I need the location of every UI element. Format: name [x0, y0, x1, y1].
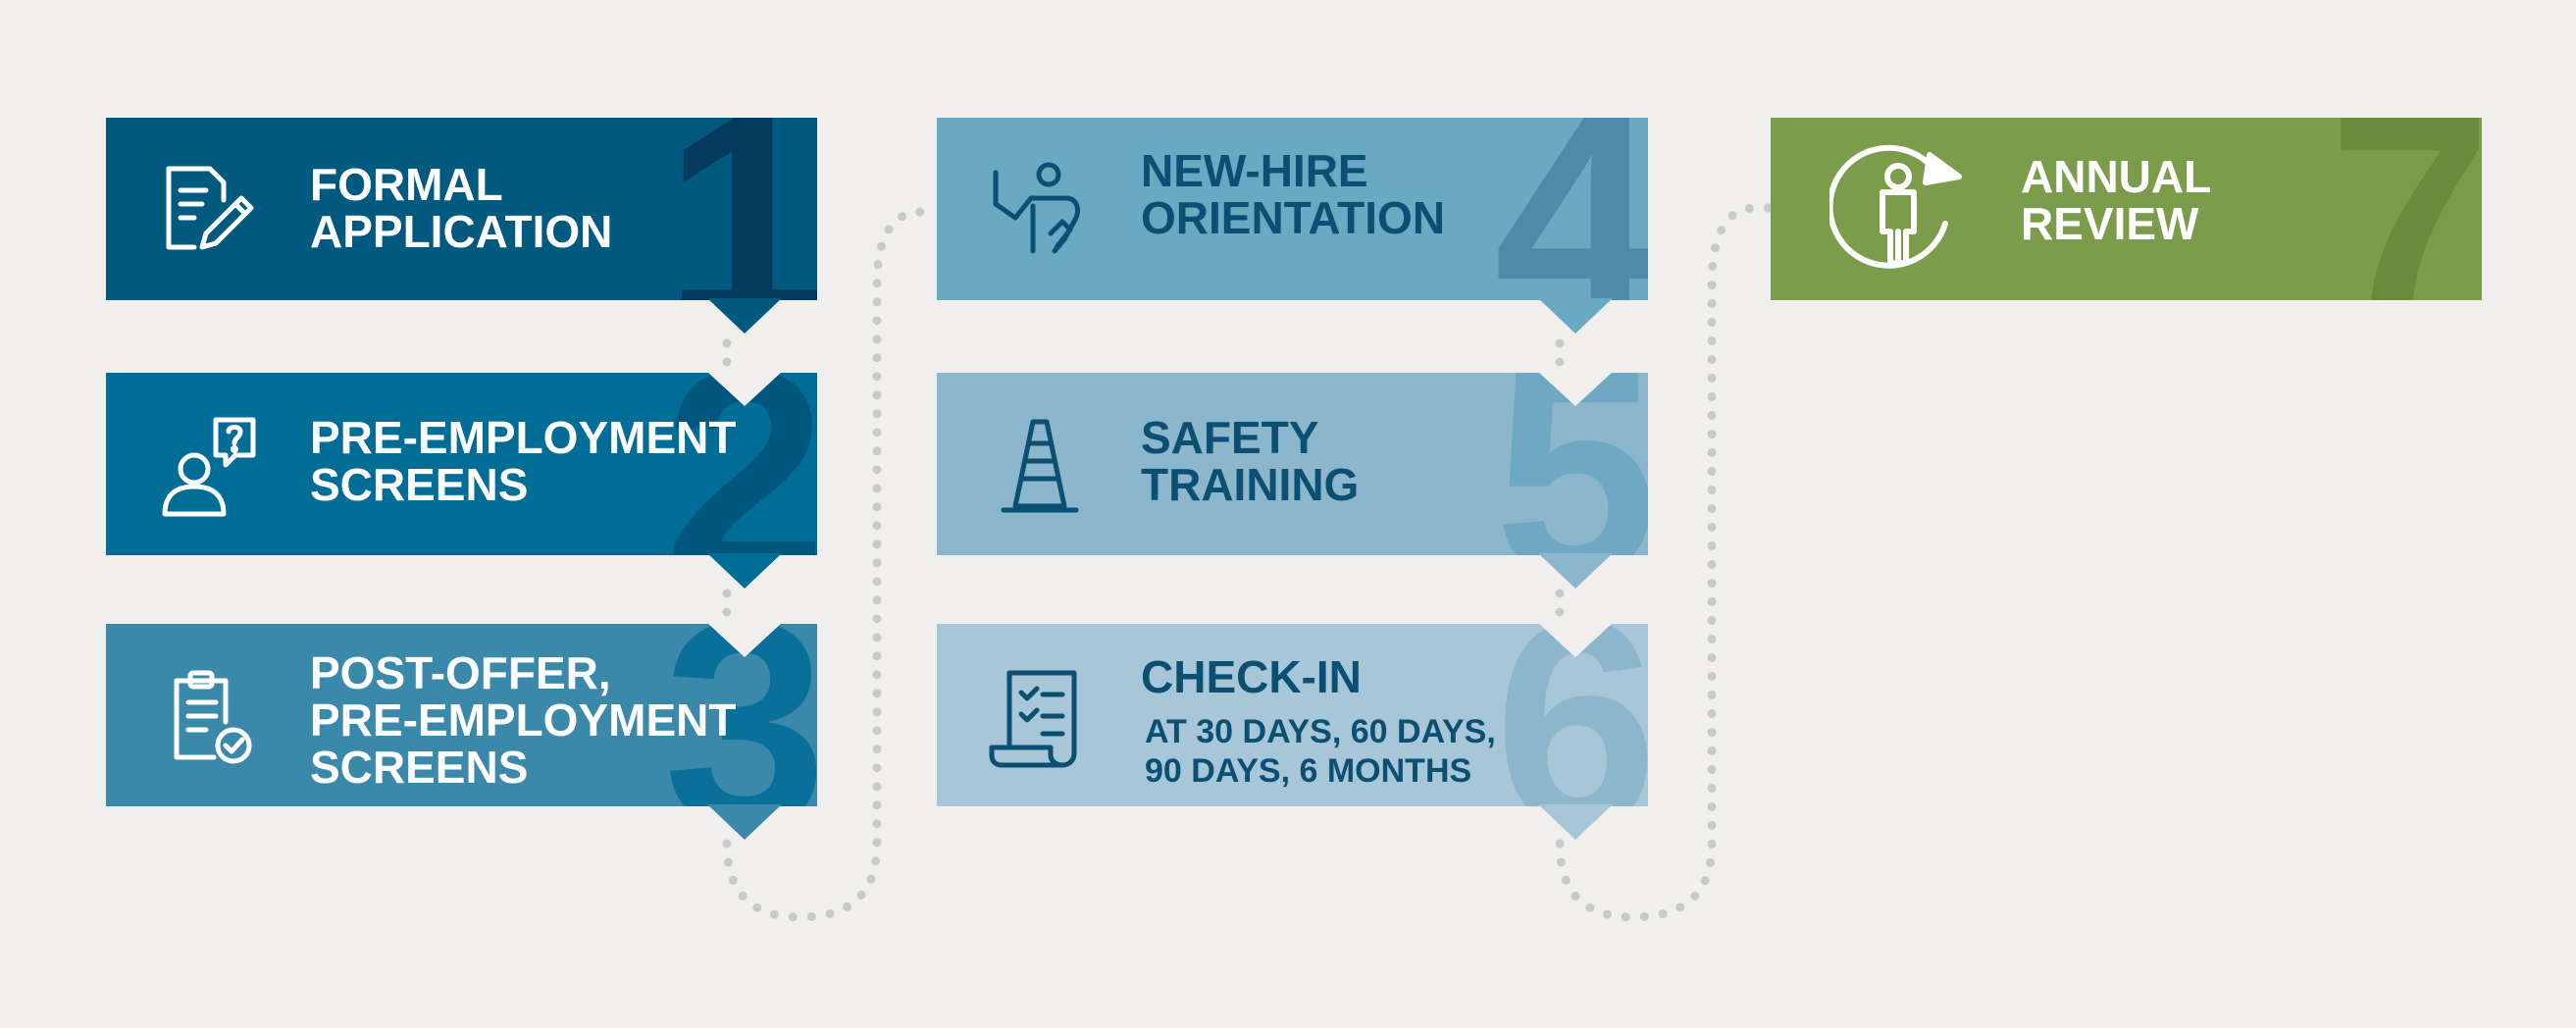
step-subtitle-line: AT 30 DAYS, 60 DAYS,: [1145, 713, 1496, 750]
step-title-line: ORIENTATION: [1141, 192, 1446, 243]
step-title-line: TRAINING: [1141, 459, 1360, 510]
step-6-check-in: 6 CHECK-IN AT 30 DAYS, 60 DAYS,90 DAYS, …: [937, 623, 1648, 840]
step-title-line: PRE-EMPLOYMENT: [310, 694, 737, 745]
step-title: CHECK-IN: [1141, 653, 1362, 700]
connector-3-4: [722, 207, 942, 922]
step-title-line: FORMAL: [310, 159, 503, 210]
step-notch: [1538, 623, 1613, 657]
step-number: 1: [663, 118, 817, 300]
person-cycle-icon: [1827, 137, 1967, 275]
step-title-line: SCREENS: [310, 742, 529, 793]
step-title-line: POST-OFFER,: [310, 647, 611, 698]
clipboard-check-icon: [155, 663, 263, 771]
step-arrow: [1538, 804, 1613, 840]
presenter-icon: [986, 157, 1094, 265]
step-number: 4: [1494, 118, 1648, 300]
step-title-line: REVIEW: [2021, 198, 2199, 249]
step-notch: [707, 372, 782, 406]
step-subtitle: AT 30 DAYS, 60 DAYS,90 DAYS, 6 MONTHS: [1145, 712, 1496, 791]
step-title-line: ANNUAL: [2021, 151, 2212, 202]
step-title-line: SAFETY: [1141, 412, 1319, 463]
step-subtitle-line: 90 DAYS, 6 MONTHS: [1145, 752, 1472, 790]
step-arrow: [707, 553, 782, 589]
step-title-line: APPLICATION: [310, 206, 613, 257]
person-question-icon: [155, 412, 263, 520]
step-title-line: PRE-EMPLOYMENT: [310, 412, 737, 463]
pencil-document-icon: [155, 157, 263, 265]
step-title-line: SCREENS: [310, 459, 529, 510]
step-arrow: [707, 298, 782, 334]
step-notch: [707, 623, 782, 657]
step-arrow: [707, 804, 782, 840]
traffic-cone-icon: [986, 412, 1094, 520]
step-box: 6 CHECK-IN AT 30 DAYS, 60 DAYS,90 DAYS, …: [937, 624, 1648, 806]
connector-6-7: [1555, 203, 1776, 922]
step-arrow: [1538, 298, 1613, 334]
step-number: 7: [2328, 118, 2482, 300]
step-arrow: [1538, 553, 1613, 589]
step-title-line: NEW-HIRE: [1141, 145, 1368, 196]
step-title-line: CHECK-IN: [1141, 651, 1362, 702]
checklist-scroll-icon: [986, 663, 1094, 771]
step-notch: [1538, 372, 1613, 406]
